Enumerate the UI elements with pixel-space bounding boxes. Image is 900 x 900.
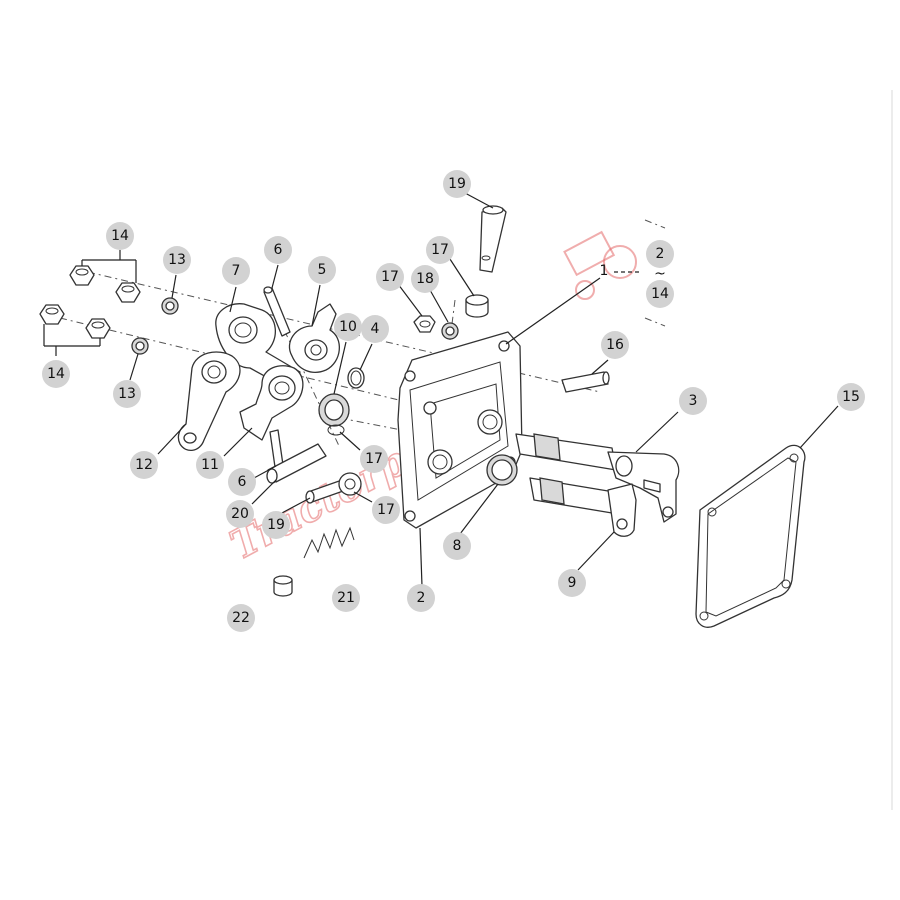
svg-text:17: 17 bbox=[431, 242, 449, 258]
shaft-3 bbox=[515, 433, 680, 523]
svg-text:19: 19 bbox=[448, 176, 466, 192]
dowel-pin-16 bbox=[561, 371, 610, 393]
svg-text:16: 16 bbox=[606, 337, 624, 353]
svg-text:21: 21 bbox=[337, 590, 355, 606]
label-p1: 1 bbox=[600, 263, 609, 279]
callout-c17-nut: 17 bbox=[376, 263, 404, 291]
svg-text:14: 14 bbox=[111, 228, 129, 244]
eye-17-lower bbox=[338, 472, 362, 496]
callout-c22: 22 bbox=[227, 604, 255, 632]
callout-c6-upper: 6 bbox=[264, 236, 292, 264]
svg-text:5: 5 bbox=[318, 262, 327, 278]
svg-text:10: 10 bbox=[339, 319, 357, 335]
svg-text:18: 18 bbox=[416, 271, 434, 287]
gasket-15 bbox=[695, 444, 806, 628]
bushing-17-top bbox=[465, 294, 489, 318]
seal-8 bbox=[486, 454, 518, 486]
callout-c15: 15 bbox=[837, 383, 865, 411]
nut-14-upper-left bbox=[69, 265, 95, 286]
pin-19-top bbox=[479, 205, 507, 273]
nut-14-lower-right bbox=[85, 318, 111, 339]
callout-c8: 8 bbox=[443, 532, 471, 560]
svg-text:6: 6 bbox=[274, 242, 283, 258]
svg-text:20: 20 bbox=[231, 506, 249, 522]
svg-text:2: 2 bbox=[656, 246, 665, 262]
callout-c2-right: 2 bbox=[646, 240, 674, 268]
callout-c17-lower: 17 bbox=[372, 496, 400, 524]
callout-c2-housing: 2 bbox=[407, 584, 435, 612]
callout-c18: 18 bbox=[411, 265, 439, 293]
callout-c11: 11 bbox=[196, 451, 224, 479]
nut-17 bbox=[413, 315, 436, 333]
lever-5 bbox=[288, 303, 340, 373]
nut-14-lower-left bbox=[39, 304, 65, 325]
housing-2 bbox=[397, 331, 523, 529]
svg-text:~: ~ bbox=[654, 266, 666, 282]
callout-c21: 21 bbox=[332, 584, 360, 612]
leader-lines bbox=[43, 192, 839, 587]
shaft-9 bbox=[529, 477, 637, 537]
plug-22 bbox=[273, 575, 293, 597]
nut-14-upper-right bbox=[115, 282, 141, 303]
callout-c3: 3 bbox=[679, 387, 707, 415]
svg-text:17: 17 bbox=[365, 451, 383, 467]
svg-text:17: 17 bbox=[377, 502, 395, 518]
svg-text:8: 8 bbox=[453, 538, 462, 554]
arm-12 bbox=[177, 351, 241, 451]
svg-text:14: 14 bbox=[47, 366, 65, 382]
callout-c14-lower: 14 bbox=[42, 360, 70, 388]
washer-18 bbox=[441, 322, 459, 340]
lever-11 bbox=[239, 365, 304, 441]
o-ring-4 bbox=[347, 367, 365, 389]
svg-text:13: 13 bbox=[118, 386, 136, 402]
svg-text:19: 19 bbox=[267, 517, 285, 533]
callout-c4: 4 bbox=[361, 315, 389, 343]
callout-c17-top: 17 bbox=[426, 236, 454, 264]
svg-text:11: 11 bbox=[201, 457, 219, 473]
svg-text:14: 14 bbox=[651, 286, 669, 302]
callout-c17-mid: 17 bbox=[360, 445, 388, 473]
callout-c7: 7 bbox=[222, 257, 250, 285]
svg-text:17: 17 bbox=[381, 269, 399, 285]
callout-c5: 5 bbox=[308, 256, 336, 284]
callout-c19-lower: 19 bbox=[262, 511, 290, 539]
tractor-watermark-icon bbox=[563, 230, 637, 300]
callout-c12: 12 bbox=[130, 451, 158, 479]
svg-text:1: 1 bbox=[600, 263, 609, 279]
seal-10 bbox=[318, 393, 350, 436]
svg-text:22: 22 bbox=[232, 610, 250, 626]
svg-text:15: 15 bbox=[842, 389, 860, 405]
callout-c19-top: 19 bbox=[443, 170, 471, 198]
svg-text:3: 3 bbox=[689, 393, 698, 409]
callout-c14-right: 14 bbox=[646, 280, 674, 308]
callout-c6-lower: 6 bbox=[228, 468, 256, 496]
svg-text:2: 2 bbox=[417, 590, 426, 606]
tilde-mark: ~ bbox=[654, 266, 666, 282]
svg-text:13: 13 bbox=[168, 252, 186, 268]
svg-text:6: 6 bbox=[238, 474, 247, 490]
callout-c20: 20 bbox=[226, 500, 254, 528]
washer-13-lower bbox=[131, 337, 149, 355]
callout-c9: 9 bbox=[558, 569, 586, 597]
callout-c13-lower: 13 bbox=[113, 380, 141, 408]
assembly-axes bbox=[59, 219, 666, 459]
svg-text:7: 7 bbox=[232, 263, 241, 279]
callout-c13-upper: 13 bbox=[163, 246, 191, 274]
svg-text:12: 12 bbox=[135, 457, 153, 473]
washer-13-upper bbox=[161, 297, 179, 315]
callout-c16: 16 bbox=[601, 331, 629, 359]
spring-21 bbox=[303, 526, 355, 559]
roll-pin-6-upper bbox=[263, 286, 291, 337]
callout-c10: 10 bbox=[334, 313, 362, 341]
pin-20 bbox=[266, 443, 327, 484]
svg-text:9: 9 bbox=[568, 575, 577, 591]
svg-text:4: 4 bbox=[371, 321, 380, 337]
callout-c14-upper: 14 bbox=[106, 222, 134, 250]
